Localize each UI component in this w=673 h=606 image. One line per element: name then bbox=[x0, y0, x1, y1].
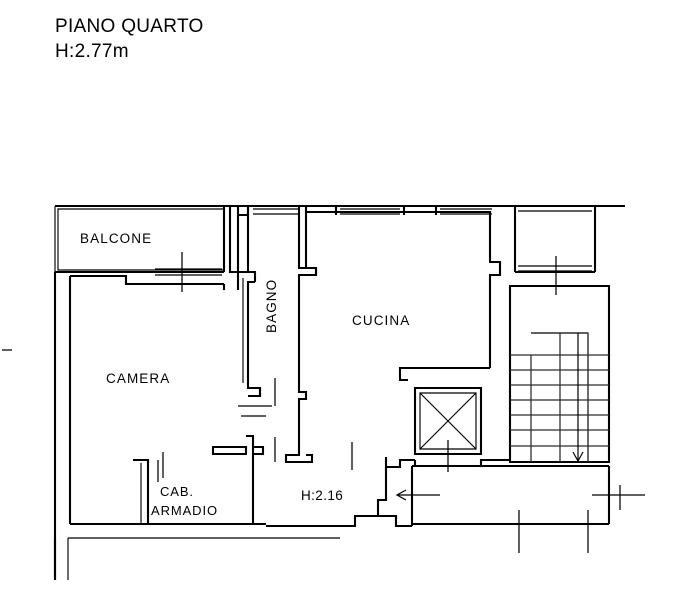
room-label-armadio: ARMADIO bbox=[151, 503, 218, 518]
bottom-exterior-wall bbox=[53, 522, 340, 580]
top-wall-windows bbox=[246, 206, 492, 215]
landing-height-label: H:2.16 bbox=[301, 488, 343, 503]
top-right-balcony bbox=[513, 206, 597, 295]
cab-armadio-outline bbox=[133, 434, 265, 524]
room-label-cab: CAB. bbox=[160, 484, 194, 499]
staircase-direction-arrow bbox=[572, 333, 584, 463]
ceiling-height-label: H:2.77m bbox=[55, 41, 129, 63]
staircase bbox=[508, 284, 611, 464]
cucina-room-outline bbox=[306, 210, 502, 382]
title-block: PIANO QUARTO H:2.77m bbox=[55, 14, 204, 64]
page-title: PIANO QUARTO bbox=[55, 16, 204, 37]
left-exterior-wall bbox=[2, 272, 57, 580]
dimension-ticks bbox=[157, 415, 645, 553]
balcony-door-opening bbox=[55, 252, 222, 292]
elevator-shaft bbox=[413, 386, 483, 472]
room-label-camera: CAMERA bbox=[106, 371, 170, 386]
bagno-room-outline bbox=[228, 206, 276, 462]
room-label-bagno: BAGNO bbox=[264, 279, 279, 333]
entry-direction-arrow bbox=[395, 489, 440, 501]
room-label-balcone: BALCONE bbox=[80, 231, 152, 246]
bagno-cucina-partition bbox=[284, 206, 353, 470]
room-label-cucina: CUCINA bbox=[352, 313, 410, 328]
